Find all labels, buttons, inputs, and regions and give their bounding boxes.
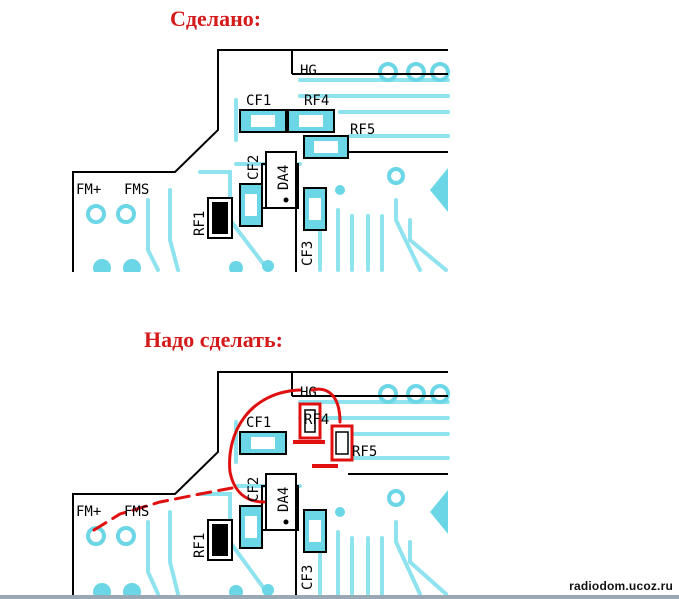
component-cf1 — [239, 431, 287, 455]
label-cf3: CF3 — [300, 241, 316, 266]
component-rf5-relocated — [312, 424, 354, 468]
label-rf4: RF4 — [304, 93, 329, 109]
component-cf3 — [303, 509, 327, 553]
component-cf3 — [303, 187, 327, 231]
component-rf1 — [207, 519, 233, 561]
label-fms: FMS — [124, 504, 149, 520]
label-rf5: RF5 — [352, 444, 377, 460]
label-rf1: RF1 — [192, 211, 208, 236]
label-cf2: CF2 — [246, 155, 262, 180]
label-cf1: CF1 — [246, 415, 271, 431]
component-cf2 — [239, 505, 263, 549]
bottom-strip — [0, 595, 679, 599]
label-hg: HG — [300, 385, 317, 401]
component-rf1 — [207, 197, 233, 239]
component-rf5 — [303, 135, 349, 159]
component-da4 — [265, 151, 297, 209]
component-rf4-relocated — [293, 402, 325, 444]
label-rf4: RF4 — [304, 412, 329, 428]
component-cf2 — [239, 183, 263, 227]
label-fm: FM+ — [76, 504, 101, 520]
caption-to-do: Надо сделать: — [144, 327, 283, 352]
pcb-board-before: HG CF1 RF4 RF5 FM+ FMS CF2 DA4 RF1 CF3 — [72, 49, 450, 272]
label-rf5: RF5 — [350, 122, 375, 138]
caption-done: Сделано: — [170, 6, 262, 31]
jumper-rf5-wire — [310, 387, 342, 424]
component-da4 — [265, 473, 297, 531]
label-cf3: CF3 — [300, 565, 316, 590]
label-hg: HG — [300, 63, 317, 79]
jumper-dashed-wire — [92, 486, 234, 532]
label-da4: DA4 — [276, 487, 292, 512]
label-cf2: CF2 — [246, 477, 262, 502]
component-cf1 — [239, 109, 287, 133]
label-da4: DA4 — [276, 165, 292, 190]
component-rf4 — [287, 109, 335, 133]
watermark: radiodom.ucoz.ru — [569, 579, 673, 593]
jumper-wire — [228, 388, 302, 504]
pcb-board-after: HG CF1 RF4 RF5 FM+ FMS CF2 DA4 RF1 CF3 — [72, 371, 450, 599]
label-rf1: RF1 — [192, 533, 208, 558]
label-fms: FMS — [124, 182, 149, 198]
label-cf1: CF1 — [246, 93, 271, 109]
label-fm: FM+ — [76, 182, 101, 198]
